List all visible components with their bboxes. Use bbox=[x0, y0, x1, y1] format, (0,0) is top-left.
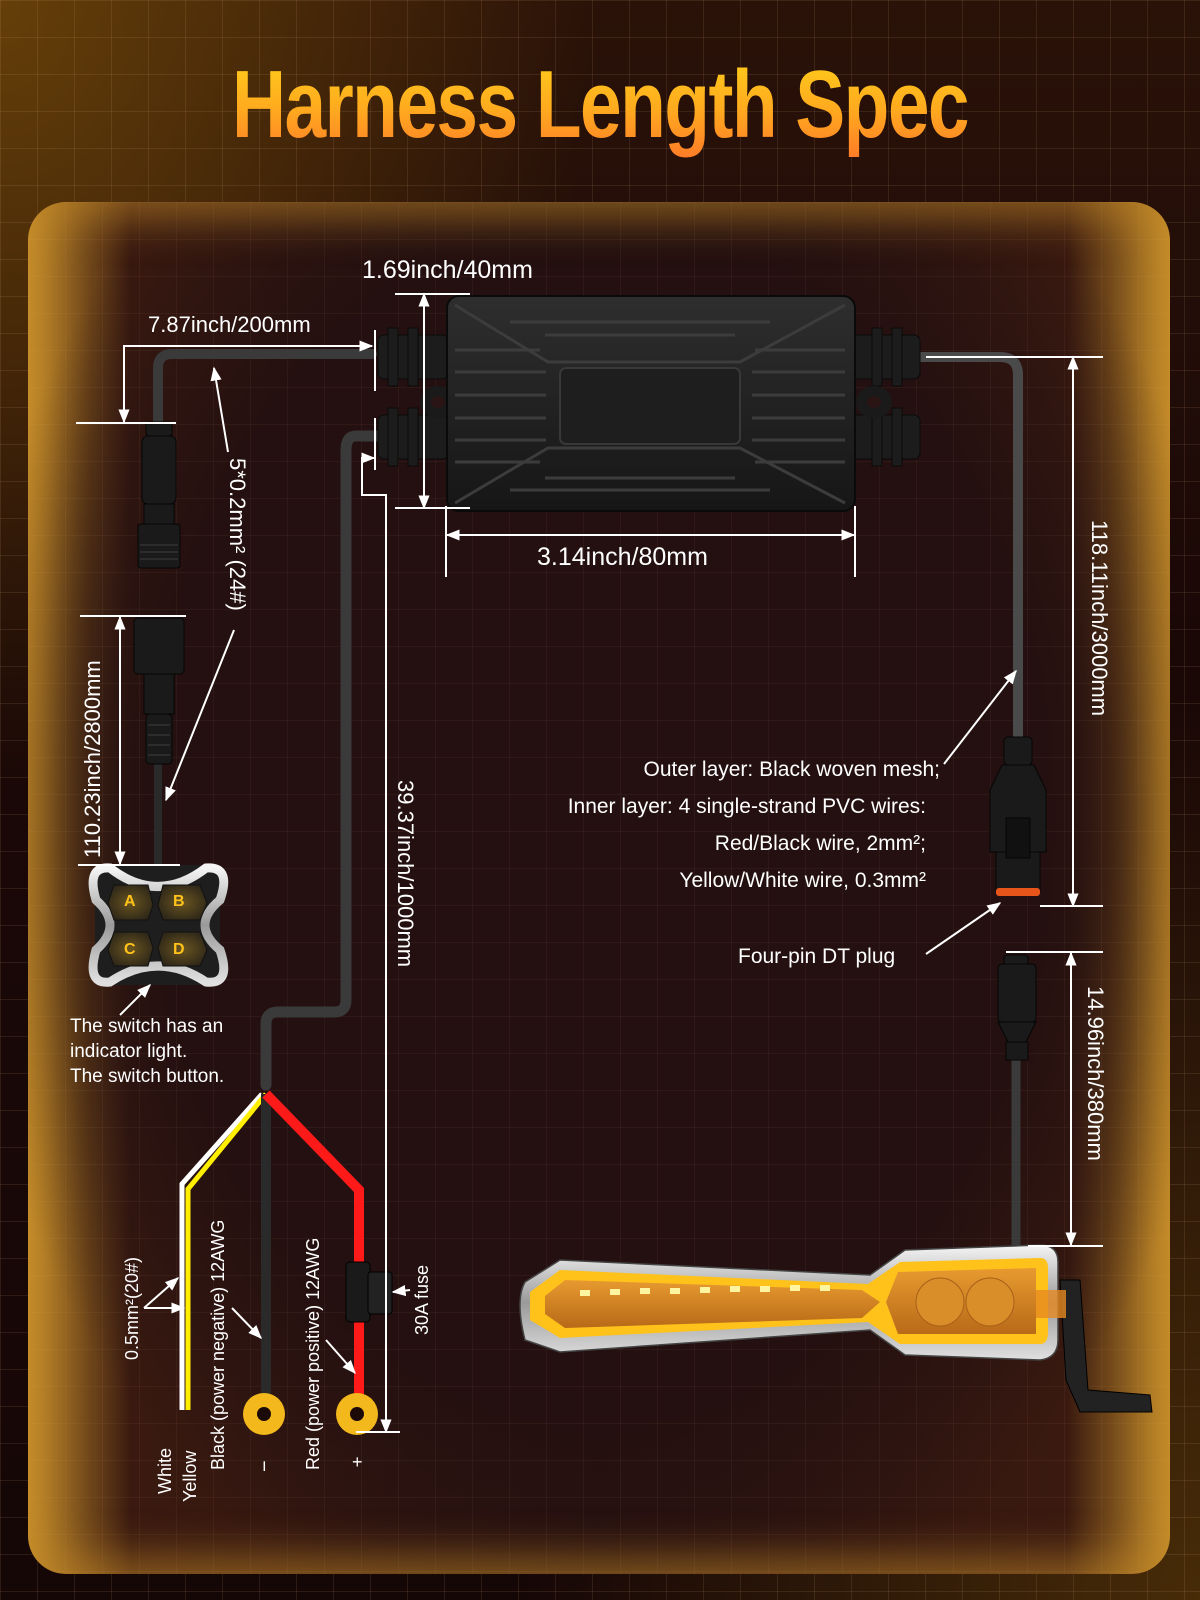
cable-spec-line-3: Red/Black wire, 2mm²; bbox=[714, 832, 926, 855]
wire-yellow bbox=[185, 1092, 268, 1410]
switch-button-a bbox=[107, 884, 154, 921]
power-cable bbox=[260, 430, 384, 1091]
white-wire-label: White bbox=[155, 1447, 175, 1494]
leader-switch-note bbox=[119, 984, 151, 1016]
leader-black-wire bbox=[231, 1307, 262, 1340]
dim-label-switch-cable: 110.23inch/2800mm bbox=[80, 660, 105, 858]
switch-button-b-label: B bbox=[173, 893, 185, 910]
dt-plug-female bbox=[997, 954, 1037, 1061]
dim-label-switch-pigtail: 7.87inch/200mm bbox=[148, 312, 311, 337]
dim-power-cable bbox=[361, 452, 392, 1434]
dim-label-light-pigtail: 14.96inch/380mm bbox=[1083, 986, 1108, 1161]
wire-white bbox=[179, 1092, 264, 1410]
switch-button-d-label: D bbox=[173, 941, 185, 958]
dt-plug-seal bbox=[996, 888, 1040, 896]
switch-note-line-2: indicator light. bbox=[70, 1041, 188, 1062]
leader-cable-spec bbox=[943, 669, 1017, 765]
switch-button-a-label: A bbox=[124, 893, 136, 910]
leader-dt-plug bbox=[925, 902, 1002, 955]
switch-note: The switch has an indicator light. The s… bbox=[70, 1014, 224, 1089]
dim-label-controller-height: 1.69inch/40mm bbox=[362, 256, 533, 284]
negative-symbol: − bbox=[254, 1460, 276, 1472]
label-switch-wire-gauge: 5*0.2mm² (24#) bbox=[225, 458, 250, 611]
wire-red bbox=[262, 1090, 364, 1398]
switch-connector-female bbox=[137, 421, 181, 569]
switch-button-c bbox=[107, 931, 154, 967]
cable-spec-line-2: Inner layer: 4 single-strand PVC wires: bbox=[567, 795, 926, 818]
leader-switch-gauge-1 bbox=[210, 366, 229, 453]
yellow-wire-label: Yellow bbox=[180, 1450, 200, 1502]
cable-spec-line-1: Outer layer: Black woven mesh; bbox=[643, 758, 940, 781]
ring-terminal-positive bbox=[336, 1393, 378, 1435]
light-cable bbox=[915, 352, 1023, 745]
ring-terminal-negative bbox=[243, 1393, 285, 1435]
switch-note-line-3: The switch button. bbox=[70, 1066, 225, 1087]
cable-spec-note: Outer layer: Black woven mesh; Inner lay… bbox=[470, 751, 940, 899]
positive-symbol: + bbox=[352, 1452, 363, 1472]
switch-connector-male bbox=[133, 617, 185, 765]
dim-label-power-cable: 39.37inch/1000mm bbox=[393, 780, 418, 968]
leader-red-wire bbox=[325, 1339, 356, 1375]
light-bar bbox=[519, 1244, 1153, 1413]
dt-plug-male bbox=[989, 736, 1047, 891]
switch-button-c-label: C bbox=[124, 941, 136, 958]
signal-wire-gauge-label: 0.5mm²(20#) bbox=[122, 1256, 142, 1360]
dt-plug-label: Four-pin DT plug bbox=[738, 945, 896, 968]
dim-switch-pigtail bbox=[118, 340, 374, 424]
switch-button-b bbox=[157, 884, 208, 921]
switch-pad bbox=[88, 863, 229, 987]
switch-note-line-1: The switch has an bbox=[70, 1016, 224, 1037]
fuse-label: 30A fuse bbox=[412, 1264, 432, 1335]
dim-label-controller-width: 3.14inch/80mm bbox=[537, 543, 708, 571]
switch-pigtail-cable bbox=[153, 349, 377, 425]
switch-button-d bbox=[157, 931, 208, 967]
red-wire-label: Red (power positive) 12AWG bbox=[303, 1237, 323, 1470]
leader-signal-gauge-white bbox=[143, 1277, 180, 1309]
cable-spec-line-4: Yellow/White wire, 0.3mm² bbox=[679, 869, 926, 892]
black-wire-label: Black (power negative) 12AWG bbox=[208, 1219, 228, 1470]
controller-box bbox=[377, 295, 921, 512]
leader-switch-gauge-2 bbox=[165, 629, 235, 802]
leader-fuse bbox=[391, 1284, 411, 1297]
page-title: Harness Length Spec bbox=[132, 50, 1068, 160]
dim-label-light-cable: 118.11inch/3000mm bbox=[1087, 520, 1112, 717]
